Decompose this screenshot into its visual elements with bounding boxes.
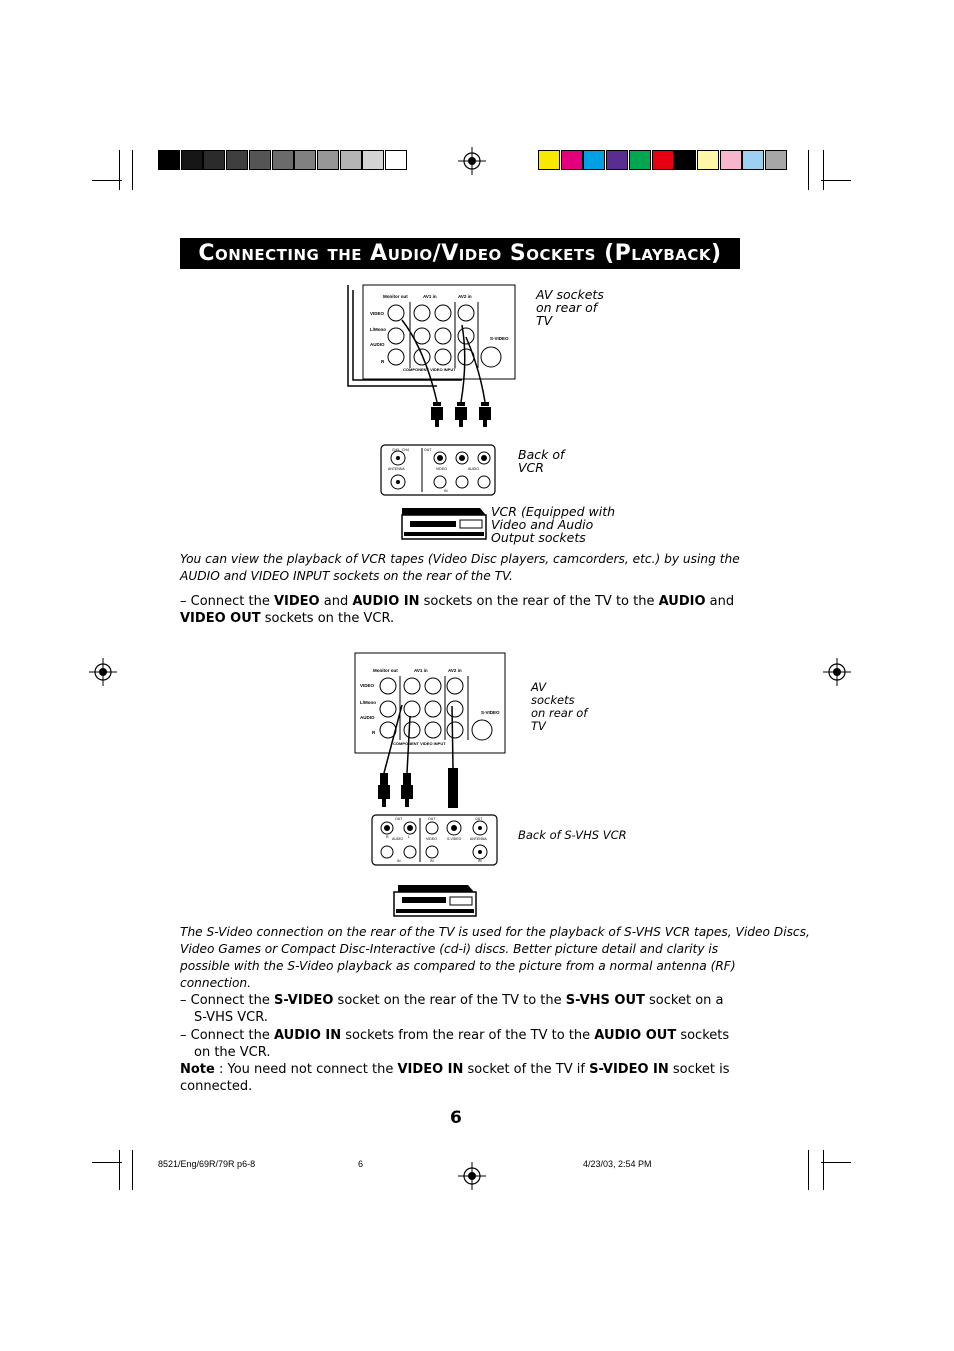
svg-text:VIDEO: VIDEO (426, 837, 437, 841)
tv-lmono-label: L/Mono (370, 327, 386, 332)
footer-timestamp: 4/23/03, 2:54 PM (583, 1159, 652, 1169)
calibration-swatch (651, 150, 674, 170)
page-title: Connecting the Audio/Video Sockets (Play… (180, 238, 740, 269)
calibration-swatch (765, 150, 787, 170)
svg-text:VIDEO: VIDEO (436, 467, 447, 471)
footer-file-name: 8521/Eng/69R/79R p6-8 (158, 1159, 256, 1169)
calibration-swatch (362, 150, 385, 170)
svg-text:L/Mono: L/Mono (360, 700, 376, 705)
label-back-of-svhs-vcr: Back of S-VHS VCR (518, 828, 627, 842)
registration-mark-top (458, 147, 486, 175)
cables (347, 285, 486, 403)
svg-text:OUT: OUT (475, 817, 483, 821)
diagram-svhs-playback: Monitor out AV1 in AV2 in VIDEO L/Mono A… (354, 652, 506, 917)
svg-text:IN: IN (478, 859, 482, 863)
tv-av-panel (362, 284, 516, 380)
tv-svideo-label: S-VIDEO (490, 336, 509, 341)
instruction-connect-svideo: – Connect the S-VIDEO socket on the rear… (180, 993, 724, 1025)
calibration-swatch (294, 150, 317, 170)
tv-audio-label: AUDIO (370, 342, 385, 347)
svg-text:AUDIO: AUDIO (468, 467, 479, 471)
intro-paragraph: You can view the playback of VCR tapes (… (180, 552, 740, 583)
svg-text:R: R (386, 835, 389, 839)
vcr-device-icon (401, 508, 487, 540)
svg-text:S-VIDEO: S-VIDEO (447, 837, 462, 841)
tv-video-label: VIDEO (370, 311, 385, 316)
svg-text:CH4: CH4 (402, 448, 409, 452)
calibration-swatch (158, 150, 180, 170)
page-number: 6 (450, 1108, 462, 1128)
svg-text:L: L (408, 835, 410, 839)
svg-text:ANTENNA: ANTENNA (388, 467, 405, 471)
svg-text:OUT: OUT (395, 817, 403, 821)
svg-text:IN: IN (397, 859, 401, 863)
calibration-swatch (742, 150, 765, 170)
svg-text:CH3: CH3 (392, 448, 399, 452)
svideo-paragraph: The S-Video connection on the rear of th… (180, 924, 810, 992)
svg-text:R: R (372, 730, 376, 735)
svideo-paragraph-line: The S-Video connection on the rear of th… (180, 925, 810, 939)
svideo-paragraph-line: connection. (180, 976, 252, 990)
calibration-swatch (719, 150, 742, 170)
instruction-connect-video-audio: – Connect the VIDEO and AUDIO IN sockets… (180, 594, 735, 626)
tv-component-label: COMPONENT VIDEO INPUT (403, 367, 456, 372)
calibration-swatch (538, 150, 560, 170)
svideo-paragraph-line: Video Games or Compact Disc-Interactive … (180, 942, 719, 956)
tv-sockets (387, 302, 502, 368)
label-av-sockets-tv-1: AV sockets on rear of TV (536, 287, 604, 328)
svg-text:ANTENNA: ANTENNA (470, 837, 487, 841)
calibration-swatch (271, 150, 294, 170)
label-av-sockets-tv-2: AV sockets on rear of TV (531, 680, 588, 733)
calibration-swatch (385, 150, 407, 170)
calibration-swatch (180, 150, 203, 170)
svg-text:AV2 in: AV2 in (448, 668, 462, 673)
calibration-swatch (583, 150, 606, 170)
svg-text:IN: IN (430, 859, 434, 863)
calibration-swatch (606, 150, 629, 170)
calibration-swatch (203, 150, 226, 170)
svg-text:IN: IN (444, 489, 448, 493)
label-vcr-equipped: VCR (Equipped with Video and Audio Outpu… (491, 504, 616, 545)
registration-mark-left (89, 658, 117, 686)
tv-av2-label: AV2 in (458, 294, 472, 299)
calibration-swatch (628, 150, 651, 170)
tv-monitor-out-label: Monitor out (383, 294, 408, 299)
vcr-sockets (390, 448, 491, 492)
rca-plugs (431, 402, 491, 427)
svg-text:AV1 in: AV1 in (414, 668, 428, 673)
calibration-swatch (226, 150, 249, 170)
svg-text:OUT: OUT (424, 448, 432, 452)
diagram-vcr-playback: Monitor out AV1 in AV2 in VIDEO L/Mono A… (347, 284, 516, 540)
calibration-swatch (560, 150, 583, 170)
registration-mark-right (823, 658, 851, 686)
note: Note : You need not connect the VIDEO IN… (180, 1062, 730, 1094)
svg-text:AUDIO: AUDIO (392, 837, 403, 841)
instruction-connect-audio: – Connect the AUDIO IN sockets from the … (180, 1028, 730, 1060)
svg-text:Monitor out: Monitor out (373, 668, 398, 673)
registration-mark-bottom (458, 1162, 486, 1190)
svhs-vcr-back-panel (371, 814, 498, 866)
svideo-paragraph-line: possible with the S-Video playback as co… (180, 959, 736, 973)
calibration-swatch (316, 150, 339, 170)
svg-text:OUT: OUT (428, 817, 436, 821)
svg-text:S-VIDEO: S-VIDEO (481, 710, 500, 715)
vcr-back-panel (380, 444, 496, 496)
svg-text:VIDEO: VIDEO (360, 683, 375, 688)
svg-text:AUDIO: AUDIO (360, 715, 375, 720)
calibration-swatch (696, 150, 719, 170)
label-back-of-vcr: Back of VCR (518, 447, 565, 475)
footer-page: 6 (358, 1159, 364, 1169)
tv-r-label: R (381, 359, 385, 364)
calibration-swatch (674, 150, 697, 170)
svhs-vcr-device-icon (393, 885, 477, 917)
svg-text:COMPONENT VIDEO INPUT: COMPONENT VIDEO INPUT (393, 741, 446, 746)
tv-av-panel-2 (354, 652, 506, 754)
calibration-swatch (248, 150, 271, 170)
tv-av1-label: AV1 in (423, 294, 437, 299)
calibration-swatch (339, 150, 362, 170)
